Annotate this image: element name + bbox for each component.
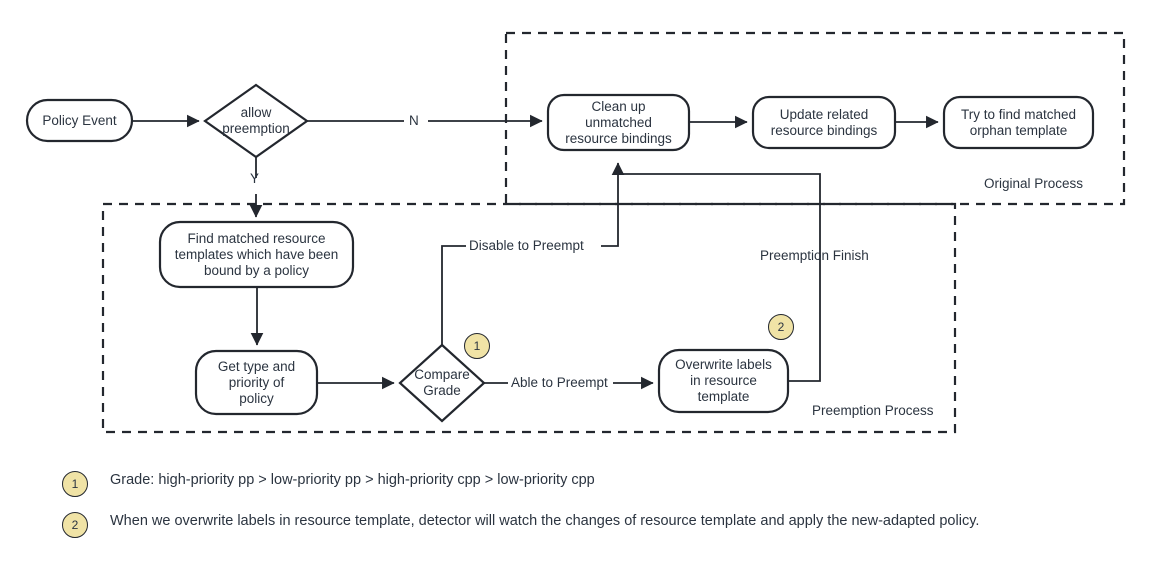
node-policy-event-shape[interactable] xyxy=(25,98,134,143)
edge-disable-to-preempt xyxy=(441,163,618,345)
edge-label-no-branch: N xyxy=(409,113,419,128)
preemption-process-boundary xyxy=(101,202,957,434)
node-get-type-priority-shape[interactable] xyxy=(194,349,319,416)
node-overwrite-labels-shape[interactable] xyxy=(657,348,790,414)
node-find-matched-templates-shape[interactable] xyxy=(158,220,355,289)
edge-label-preemption-finish: Preemption Finish xyxy=(760,248,869,263)
group-label-preemption-process: Preemption Process xyxy=(812,403,934,418)
edge-label-yes-branch: Y xyxy=(250,171,260,186)
node-clean-up-shape[interactable] xyxy=(546,93,691,152)
node-compare-grade-shape[interactable] xyxy=(398,343,486,423)
footnote-text-1: Grade: high-priority pp > low-priority p… xyxy=(110,472,595,488)
badge-compare-grade: 1 xyxy=(464,333,490,359)
original-process-boundary xyxy=(504,31,1126,206)
edge-label-able-to-preempt: Able to Preempt xyxy=(511,375,608,390)
footnote-badge-1: 1 xyxy=(62,471,88,497)
footnotes-list: 1 Grade: high-priority pp > low-priority… xyxy=(62,470,1062,552)
footnote-item: 1 Grade: high-priority pp > low-priority… xyxy=(62,470,1062,497)
node-update-related-shape[interactable] xyxy=(751,95,897,150)
footnote-text-2: When we overwrite labels in resource tem… xyxy=(110,513,980,529)
node-try-find-orphan-shape[interactable] xyxy=(942,95,1095,150)
footnote-badge-2: 2 xyxy=(62,512,88,538)
edge-preemption-finish xyxy=(618,173,821,382)
node-allow-preemption-shape[interactable] xyxy=(203,83,309,159)
group-label-original-process: Original Process xyxy=(984,176,1084,191)
footnote-item: 2 When we overwrite labels in resource t… xyxy=(62,511,1062,538)
badge-overwrite-labels: 2 xyxy=(768,314,794,340)
edge-label-disable-to-preempt: Disable to Preempt xyxy=(469,238,584,253)
